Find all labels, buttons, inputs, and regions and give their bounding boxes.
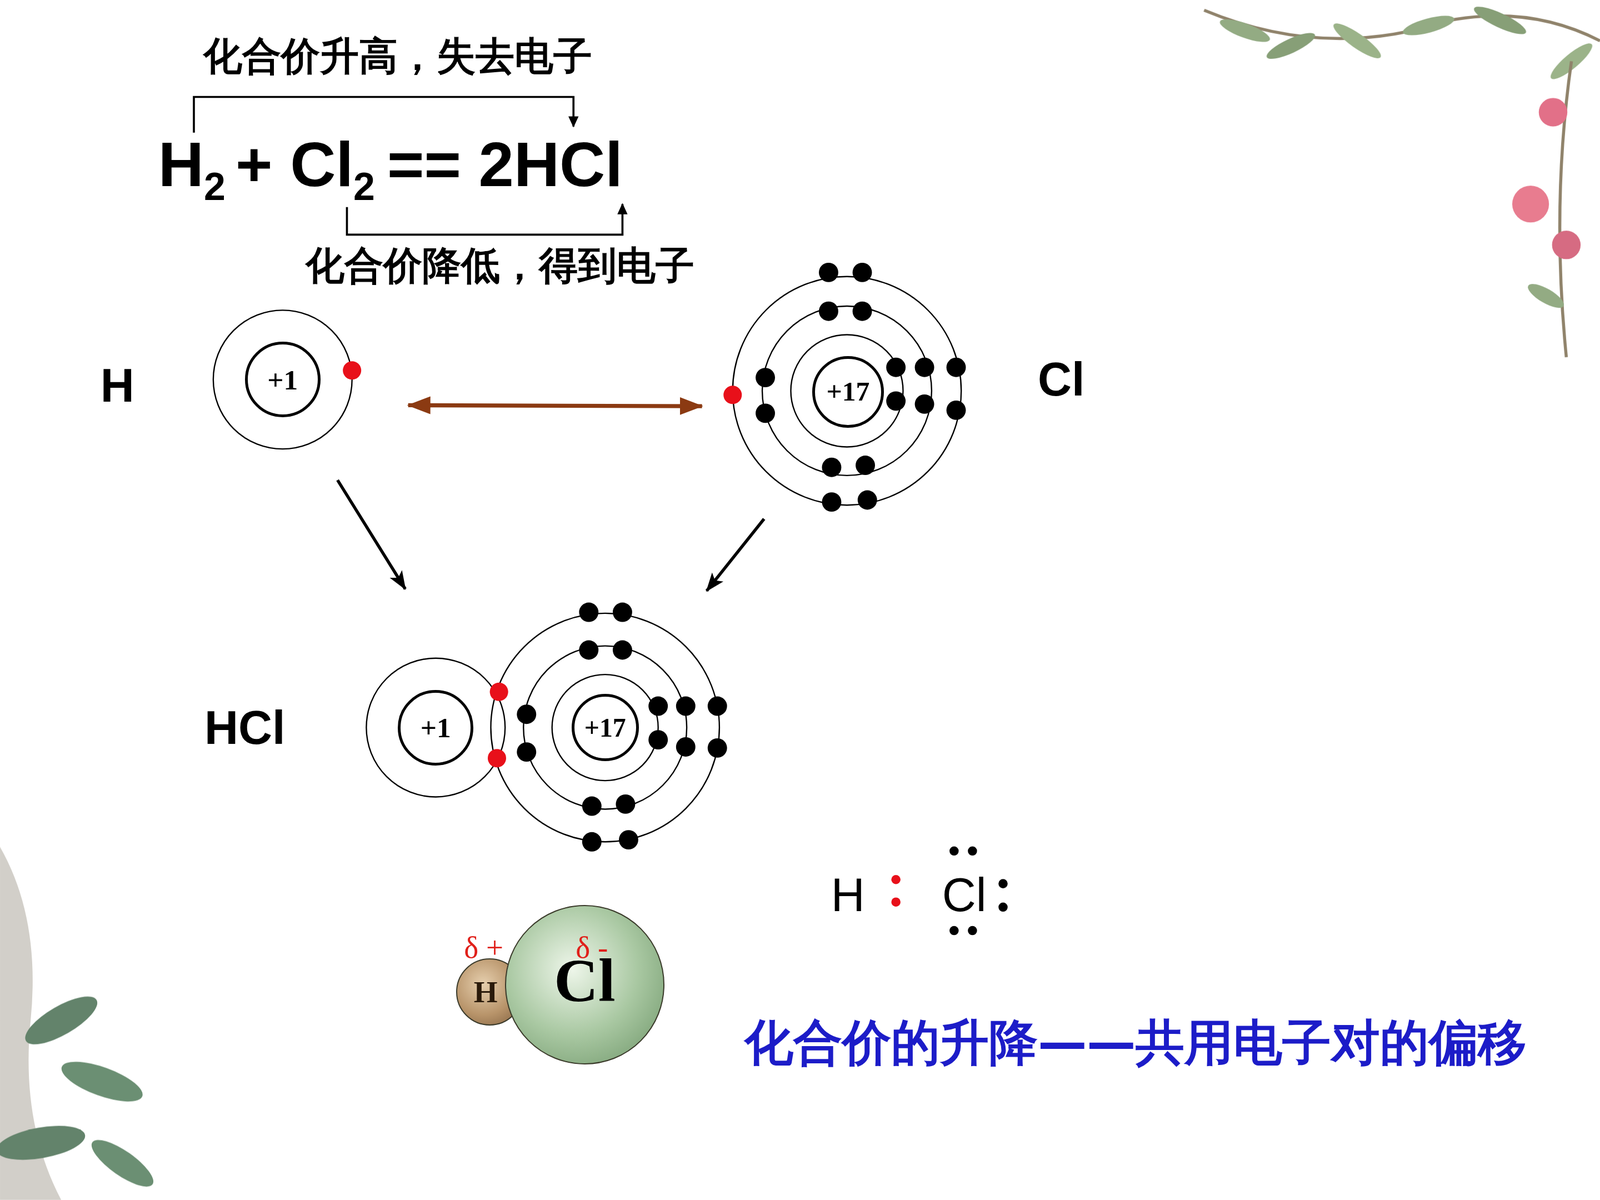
atom-group: Cl +17 (729, 260, 1102, 518)
equation-subscript: 2 (353, 167, 375, 207)
lewis-symbol: H (831, 871, 865, 919)
oxidation-note: 化合价升高，失去电子 (203, 36, 593, 76)
molecule-label: HCl (204, 703, 285, 751)
nucleus-circle: +1 (245, 341, 321, 418)
equation-symbol: H (158, 132, 204, 197)
nucleus-circle: +17 (571, 693, 639, 762)
electron-shell (213, 276, 962, 843)
lewis-dots (891, 846, 1008, 936)
partial-charge: δ + (463, 932, 504, 964)
equation-subscript: 2 (203, 167, 226, 207)
nucleus-charge: +17 (826, 377, 870, 406)
nucleus-charge: +1 (420, 713, 452, 742)
nucleus-circle: +17 (812, 356, 884, 428)
equation-symbol: == 2HCl (387, 132, 623, 197)
equation-symbol: + Cl (235, 132, 354, 197)
reaction-arrow (706, 518, 764, 591)
caption: 化合价的升降——共用电子对的偏移 (744, 1018, 1527, 1068)
reduction-note: 化合价降低，得到电子 (305, 246, 695, 285)
shared-electron (342, 361, 742, 768)
atom-label: H (100, 362, 135, 409)
bracket (193, 96, 623, 235)
reaction-arrow (408, 405, 703, 407)
nucleus-charge: +17 (584, 714, 627, 742)
lewis-symbol: Cl (942, 871, 987, 919)
atom-group: H +1 (96, 306, 363, 454)
sphere-label: H (473, 976, 498, 1008)
electron (516, 262, 966, 852)
nucleus-charge: +1 (267, 365, 298, 394)
partial-charge: δ - (575, 932, 608, 964)
reaction-arrow (337, 480, 406, 589)
equation: H2+ Cl2== 2HCl (158, 132, 623, 197)
atom-label: Cl (1037, 356, 1085, 403)
nucleus-circle: +1 (397, 690, 474, 766)
atom-sphere: Cl (505, 905, 665, 1065)
molecule-group: HCl +1 +17 (198, 602, 730, 853)
